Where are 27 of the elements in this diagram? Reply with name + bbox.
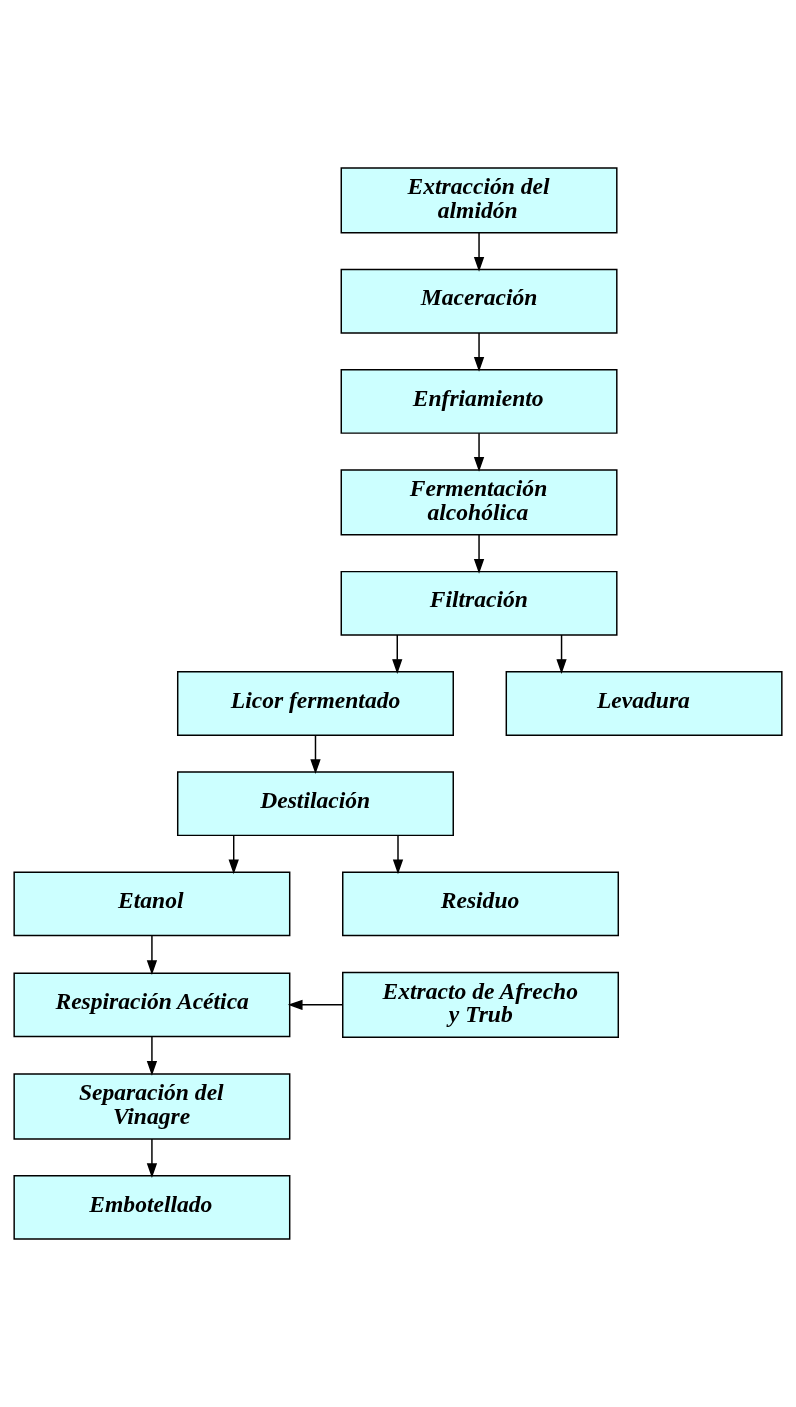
arrow (146, 1036, 158, 1076)
arrow (473, 332, 485, 372)
arrow (473, 232, 485, 272)
arrow (556, 634, 567, 674)
node-box: Maceración (340, 268, 618, 334)
node-box: Licor fermentado (177, 671, 454, 736)
node-box: Extracto de Afrecho y Trub (342, 971, 619, 1038)
node-box: Fermentación alcohólica (340, 469, 618, 536)
arrow (310, 734, 321, 775)
node-box: Levadura (505, 671, 783, 736)
node-box: Filtración (340, 570, 618, 636)
arrow (287, 999, 344, 1010)
arrow (146, 1138, 158, 1178)
node-box: Residuo (342, 871, 619, 937)
node-box: Enfriamiento (340, 369, 618, 434)
node-box: Extracción del almidón (340, 167, 618, 234)
arrow (146, 935, 158, 975)
arrow (228, 834, 239, 875)
node-box: Separación del Vinagre (13, 1073, 291, 1140)
arrow (473, 432, 485, 472)
node-box: Respiración Acética (13, 972, 291, 1038)
arrow (392, 834, 404, 875)
arrow (473, 534, 485, 574)
arrow (392, 634, 403, 674)
node-box: Embotellado (13, 1175, 291, 1240)
node-box: Etanol (13, 871, 291, 937)
node-box: Destilación (177, 771, 454, 837)
